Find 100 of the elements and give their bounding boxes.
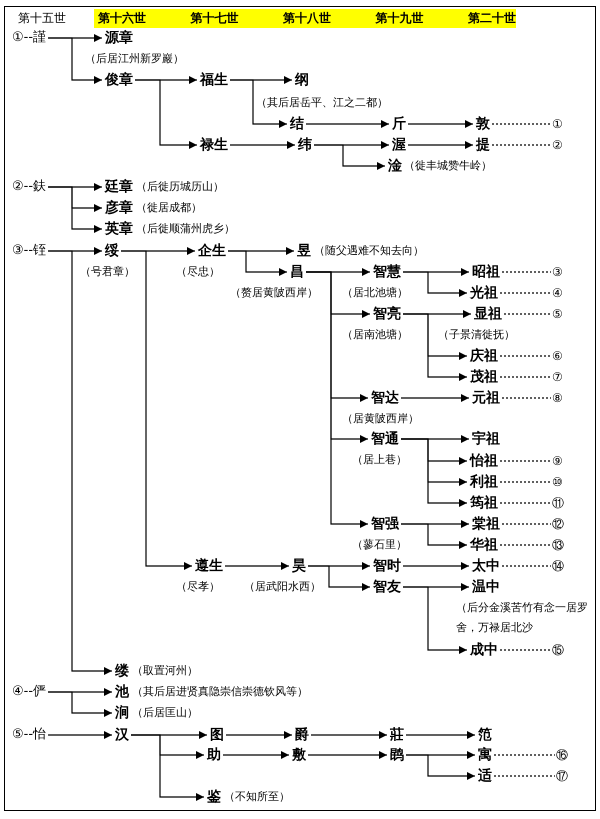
- dotted-leader: [500, 355, 551, 357]
- person-name: 纲: [295, 71, 309, 89]
- residence-note: （居武阳水西）: [244, 579, 321, 595]
- lineage-arrow: [230, 79, 287, 128]
- lineage-arrow: [306, 271, 368, 528]
- person-name: 结: [290, 115, 304, 133]
- dotted-leader: [502, 523, 551, 525]
- person-name: 池: [115, 683, 129, 701]
- person-name: 淦: [388, 157, 402, 175]
- generation-label: 第二十世: [468, 10, 516, 26]
- person-name: 渥: [392, 136, 406, 154]
- person-name: 筠祖: [470, 494, 498, 512]
- residence-note: （蓼石里）: [352, 537, 407, 553]
- person-name: 源章: [105, 29, 133, 47]
- residence-note: （徙丰城赞牛岭）: [404, 158, 492, 174]
- person-name: 斤: [392, 115, 406, 133]
- person-name: 温中: [472, 578, 500, 596]
- residence-note: （尽忠）: [176, 264, 220, 280]
- residence-note: （取置河州）: [132, 663, 198, 679]
- person-name: 廷章: [105, 178, 133, 196]
- person-name: 遵生: [195, 557, 223, 575]
- branch-number: ⑫: [552, 515, 564, 533]
- branch-number: ⑨: [552, 452, 563, 470]
- person-name: 福生: [200, 71, 228, 89]
- person-name: 利祖: [470, 473, 498, 491]
- residence-note: （其后居岳平、江之二都）: [256, 95, 388, 111]
- branch-number: ②: [552, 136, 563, 154]
- lineage-arrow: [406, 731, 475, 739]
- lineage-arrow: [48, 731, 112, 739]
- dotted-leader: [500, 481, 551, 483]
- lineage-arrow: [225, 562, 289, 570]
- person-name: 纬: [298, 136, 312, 154]
- lineage-arrow: [121, 250, 192, 570]
- lineage-arrow: [48, 37, 102, 84]
- lineage-arrow: [228, 250, 287, 276]
- residence-note: （尽孝）: [176, 579, 220, 595]
- person-name: 适: [478, 767, 492, 785]
- generation-label: 第十九世: [376, 10, 424, 26]
- person-name: 成中: [470, 641, 498, 659]
- branch-number: ⑮: [552, 641, 564, 659]
- lineage-arrow: [408, 120, 473, 128]
- lineage-arrow: [226, 731, 292, 739]
- ancestor-name: ②--鈇: [12, 178, 46, 196]
- dotted-leader: [504, 313, 551, 315]
- person-name: 缕: [115, 662, 129, 680]
- branch-number: ⑧: [552, 389, 563, 407]
- person-name: 彦章: [105, 199, 133, 217]
- branch-number: ④: [552, 284, 563, 302]
- lineage-arrow: [48, 691, 112, 717]
- person-name: 光祖: [470, 284, 498, 302]
- dotted-leader: [500, 376, 551, 378]
- residence-note: （后徙历城历山）: [136, 179, 224, 195]
- residence-note: （徙居成都）: [136, 200, 202, 216]
- person-name: 智友: [373, 578, 401, 596]
- residence-note: （号君章）: [80, 264, 135, 280]
- person-name: 昭祖: [472, 263, 500, 281]
- dotted-leader: [502, 565, 551, 567]
- person-name: 智慧: [373, 263, 401, 281]
- person-name: 智达: [371, 389, 399, 407]
- person-name: 爵: [295, 726, 309, 744]
- residence-note: （其后居进贤真隐崇信崇德钦风等）: [132, 684, 308, 700]
- generation-label: 第十七世: [190, 10, 238, 26]
- lineage-arrow: [401, 438, 467, 507]
- person-name: 怡祖: [470, 452, 498, 470]
- person-name: 茂祖: [470, 368, 498, 386]
- person-name: 俊章: [105, 71, 133, 89]
- generation-label: 第十五世: [18, 10, 66, 26]
- person-name: 寓: [478, 746, 492, 764]
- dotted-leader: [492, 123, 551, 125]
- lineage-arrow: [131, 734, 204, 801]
- branch-number: ⑩: [552, 473, 563, 491]
- dotted-leader: [500, 649, 551, 651]
- branch-number: ⑦: [552, 368, 563, 386]
- person-name: 庆祖: [470, 347, 498, 365]
- lineage-arrow: [306, 120, 389, 128]
- dotted-leader: [500, 292, 551, 294]
- branch-number: ⑥: [552, 347, 563, 365]
- ancestor-name: ④--俨: [12, 683, 46, 701]
- dotted-leader: [500, 460, 551, 462]
- lineage-arrow: [308, 565, 370, 591]
- person-name: 企生: [198, 242, 226, 260]
- person-name: 涧: [115, 704, 129, 722]
- person-name: 图: [210, 726, 224, 744]
- dotted-leader: [492, 144, 551, 146]
- residence-note: （后居匡山）: [132, 705, 198, 721]
- dotted-leader: [494, 775, 555, 777]
- person-name: 太中: [472, 557, 500, 575]
- person-name: 禄生: [200, 136, 228, 154]
- person-name: 智时: [373, 557, 401, 575]
- person-name: 智强: [371, 515, 399, 533]
- person-name: 棠祖: [472, 515, 500, 533]
- lineage-arrow: [401, 394, 469, 402]
- generation-label: 第十八世: [283, 10, 331, 26]
- person-name: 元祖: [472, 389, 500, 407]
- dotted-leader: [502, 271, 551, 273]
- residence-note: （居南池塘）: [342, 327, 408, 343]
- lineage-arrow: [408, 141, 473, 149]
- residence-note: （后居江州新罗巖）: [85, 51, 184, 67]
- person-name: 鹍: [390, 746, 404, 764]
- dotted-leader: [494, 754, 555, 756]
